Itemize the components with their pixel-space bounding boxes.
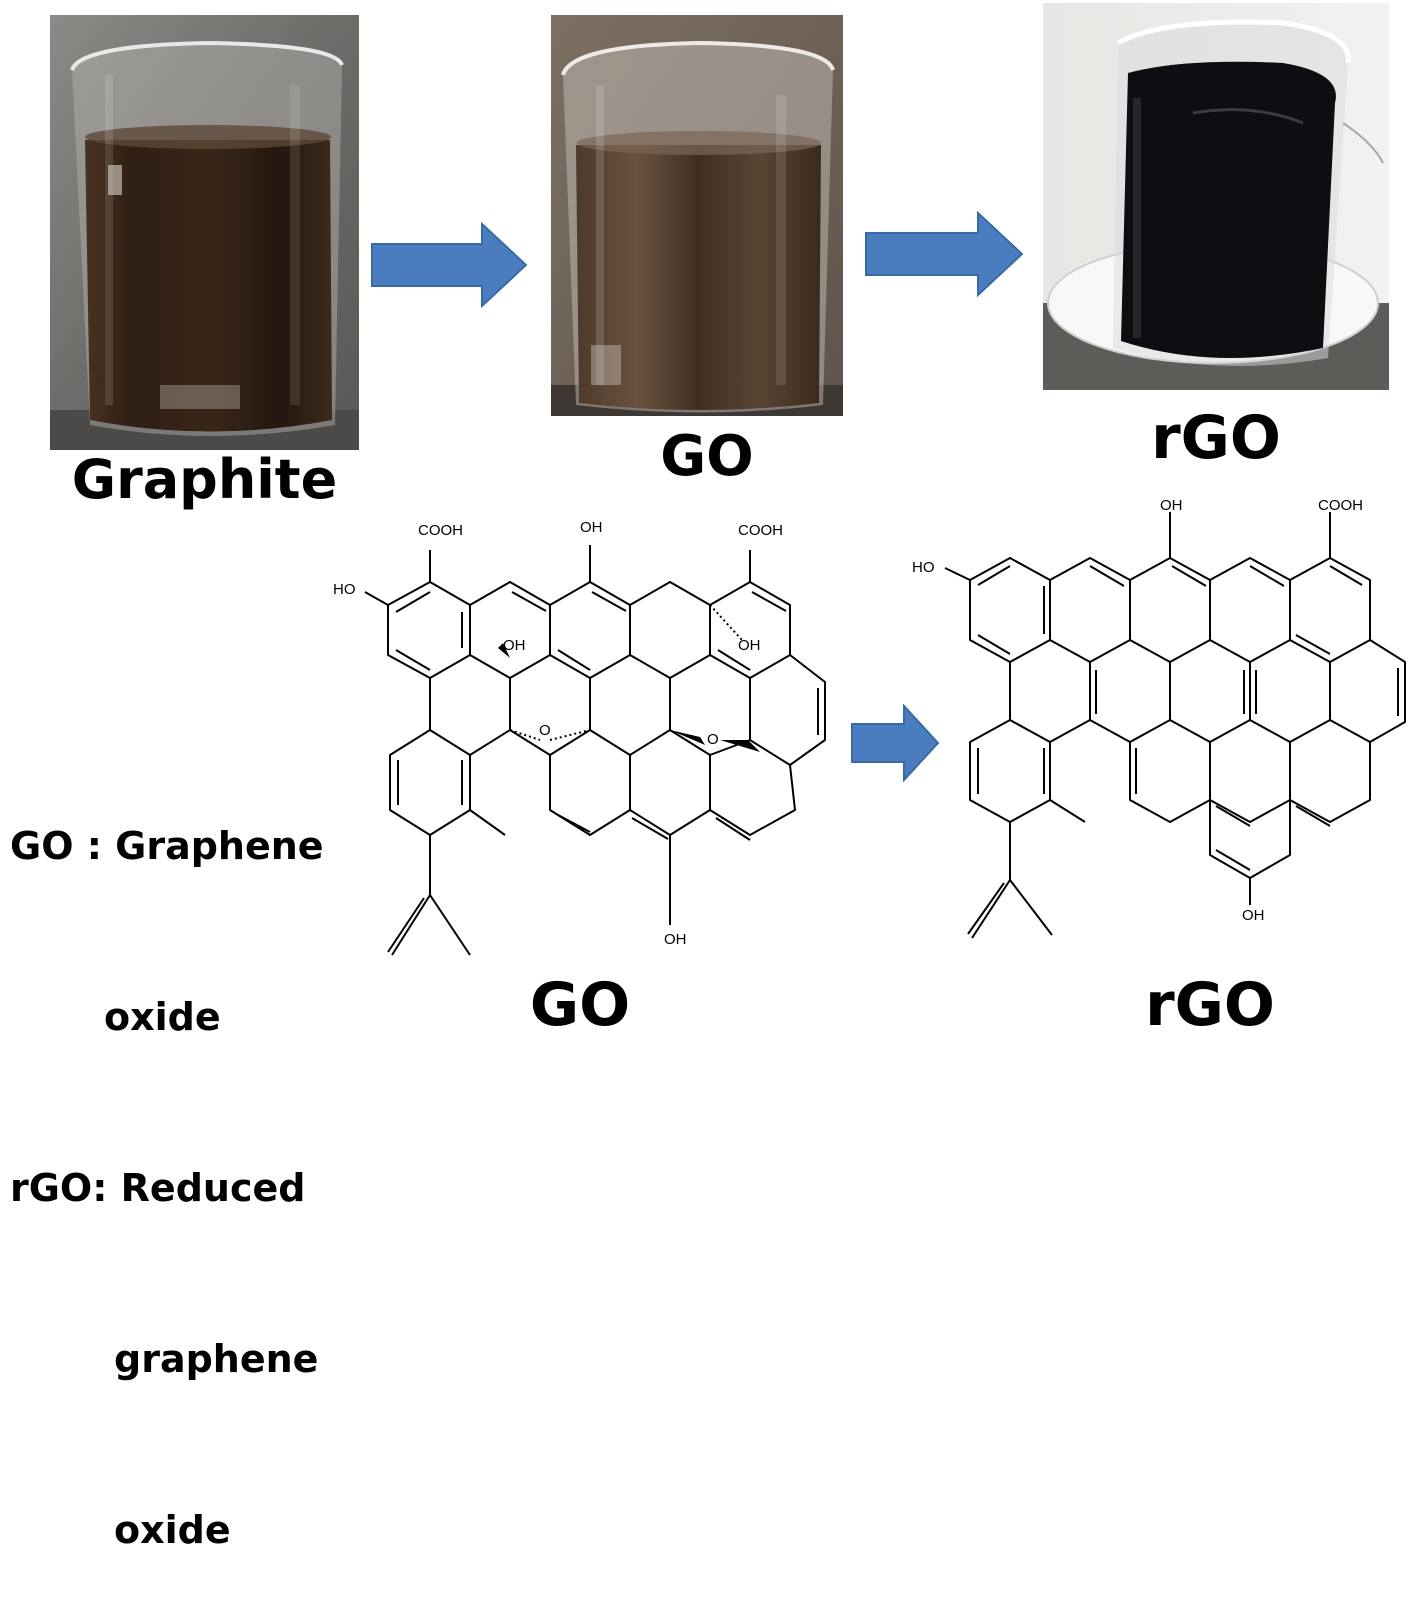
right-arrow-icon [851,704,940,782]
legend-line-rgo: rGO: Reduced [10,1166,306,1210]
go-label-epoxy-right: O [707,731,719,748]
graphite-caption: Graphite [71,448,338,511]
rgo-beaker-photo [1043,3,1389,390]
rgo-label-oh-top: OH [1160,497,1183,514]
epoxy-wedge [670,730,705,745]
go-label-oh-hash: OH [738,637,761,654]
wedge-bond [498,643,510,658]
legend-line-go: GO : Graphene [10,824,324,868]
go-bond-lines [364,545,826,956]
epoxy-wedge-2 [720,740,760,752]
rgo-structure-caption: rGO [1145,970,1275,1040]
rgo-bond-lines [944,512,1406,939]
legend-go: GO : Graphene oxide rGO: Reduced graphen… [10,704,324,1616]
go-label-cooh-right: COOH [738,522,783,539]
rgo-beaker-illustration [1043,3,1389,390]
go-photo-caption: GO [660,424,754,489]
right-arrow-icon [371,222,528,308]
go-label-cooh-left: COOH [418,522,463,539]
go-structure-caption: GO [529,970,631,1040]
hash-bond [709,604,743,641]
go-beaker-illustration [551,15,843,416]
rgo-label-ho-left: HO [912,559,935,576]
legend-line-rgo-cont1: graphene [114,1337,319,1381]
go-chemical-structure: COOH OH COOH HO OH OH O O OH [333,519,826,956]
legend-line-go-cont: oxide [104,995,221,1039]
go-label-oh-bottom: OH [664,931,687,948]
epoxy-hash-left [509,729,541,741]
legend-line-rgo-cont2: oxide [114,1508,231,1552]
rgo-photo-caption: rGO [1151,403,1281,473]
go-label-epoxy-left: O [539,722,551,739]
go-label-oh-wedge: OH [503,637,526,654]
go-beaker-photo [551,15,843,416]
epoxy-hash-right [549,729,591,741]
go-label-oh-top: OH [580,519,603,536]
rgo-chemical-structure: OH COOH HO OH [912,497,1406,939]
rgo-label-cooh: COOH [1318,497,1363,514]
right-arrow-icon [865,211,1024,297]
go-label-ho-left: HO [333,581,356,598]
rgo-label-oh-bottom: OH [1242,907,1265,924]
graphite-beaker-illustration [50,15,359,450]
graphite-beaker-photo [50,15,359,450]
